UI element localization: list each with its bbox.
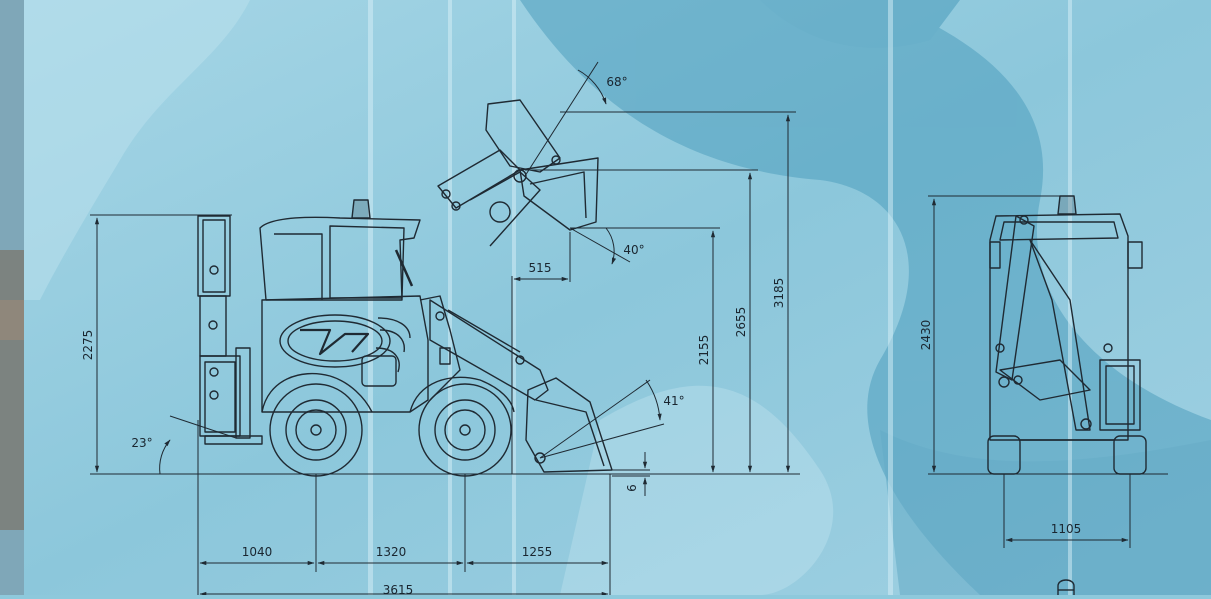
- dump-clearance-label: 2155: [697, 335, 711, 366]
- rear-overall-height-label: 2430: [919, 320, 933, 351]
- rear-view-labels: 2430 1105: [919, 320, 1081, 536]
- wheelbase-label: 1320: [376, 545, 407, 559]
- max-rollback-angle-label: 68°: [606, 75, 627, 89]
- side-view-dimension-lines: [90, 61, 796, 597]
- dump-angle-label: 40°: [623, 243, 644, 257]
- rear-view-dimension-lines: [928, 195, 1131, 548]
- left-edge-photo-strip: [0, 0, 24, 595]
- rear-overhang-label: 1040: [242, 545, 273, 559]
- max-height-label: 3185: [772, 278, 786, 309]
- side-view-machine: [90, 99, 800, 477]
- rear-view-machine: [928, 195, 1168, 595]
- track-width-label: 1105: [1051, 522, 1082, 536]
- dig-depth-label: 6: [625, 484, 639, 492]
- departure-angle-label: 23°: [131, 436, 152, 450]
- front-overhang-label: 1255: [522, 545, 553, 559]
- side-view-labels: 2275 1040 1320 1255 3615 23° 515 2155 26…: [81, 75, 786, 597]
- dump-reach-label: 515: [529, 261, 552, 275]
- overall-height-label: 2275: [81, 330, 95, 361]
- overall-length-label: 3615: [383, 583, 414, 595]
- rollback-angle-label: 41°: [663, 394, 684, 408]
- hinge-pin-height-label: 2655: [734, 307, 748, 338]
